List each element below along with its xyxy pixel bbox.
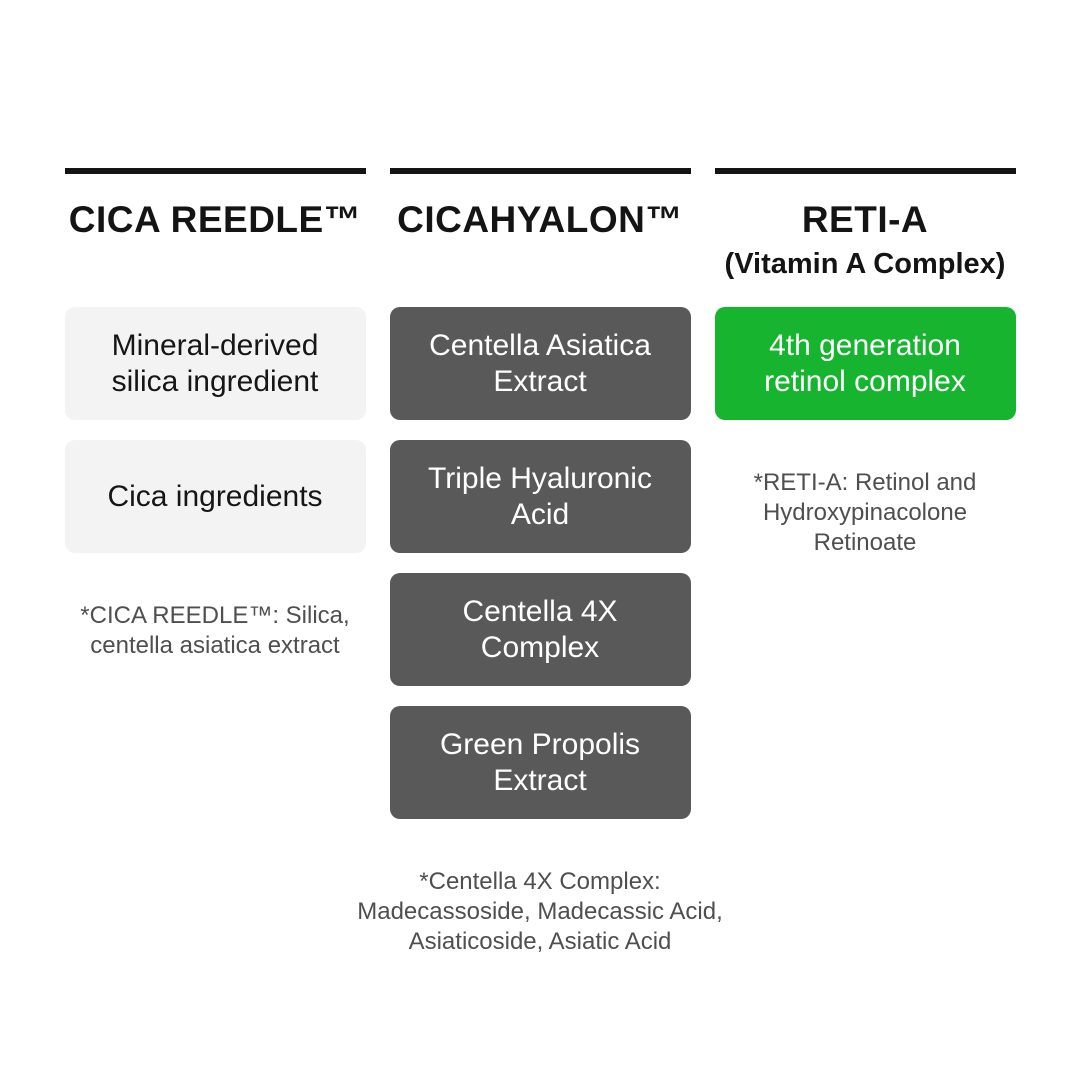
- column-header: RETI-A (Vitamin A Complex): [715, 174, 1016, 307]
- ingredient-box: Triple Hyaluronic Acid: [389, 440, 691, 553]
- top-rule: [64, 168, 366, 174]
- top-rule: [714, 168, 1016, 174]
- column-title: CICA REEDLE™: [68, 199, 362, 240]
- ingredient-box: Green Propolis Extract: [389, 706, 691, 819]
- footnote: *CICA REEDLE™: Silica, centella asiatica…: [80, 602, 350, 659]
- footnote: *RETI-A: Retinol and Hydroxypinacolone R…: [753, 469, 977, 556]
- ingredient-box: Centella Asiatica Extract: [389, 307, 691, 420]
- ingredient-box: Centella 4X Complex: [389, 573, 691, 686]
- ingredient-box: Cica ingredients: [64, 440, 366, 553]
- column-reti-a: RETI-A (Vitamin A Complex) 4th generatio…: [714, 168, 1016, 957]
- top-rule: [389, 168, 691, 174]
- column-cicahyalon: CICAHYALON™ Centella Asiatica Extract Tr…: [357, 168, 723, 957]
- column-header: CICAHYALON™: [390, 174, 691, 307]
- column-cica-reedle: CICA REEDLE™ Mineral-derived silica ingr…: [64, 168, 366, 957]
- column-header: CICA REEDLE™: [65, 174, 366, 307]
- column-title: CICAHYALON™: [397, 199, 683, 240]
- ingredient-box: 4th generation retinol complex: [714, 307, 1016, 420]
- column-title: RETI-A: [801, 199, 929, 240]
- column-subtitle: (Vitamin A Complex): [724, 247, 1006, 280]
- footnote: *Centella 4X Complex: Madecassoside, Mad…: [357, 868, 723, 955]
- ingredient-box: Mineral-derived silica ingredient: [64, 307, 366, 420]
- ingredient-comparison: CICA REEDLE™ Mineral-derived silica ingr…: [64, 168, 1016, 957]
